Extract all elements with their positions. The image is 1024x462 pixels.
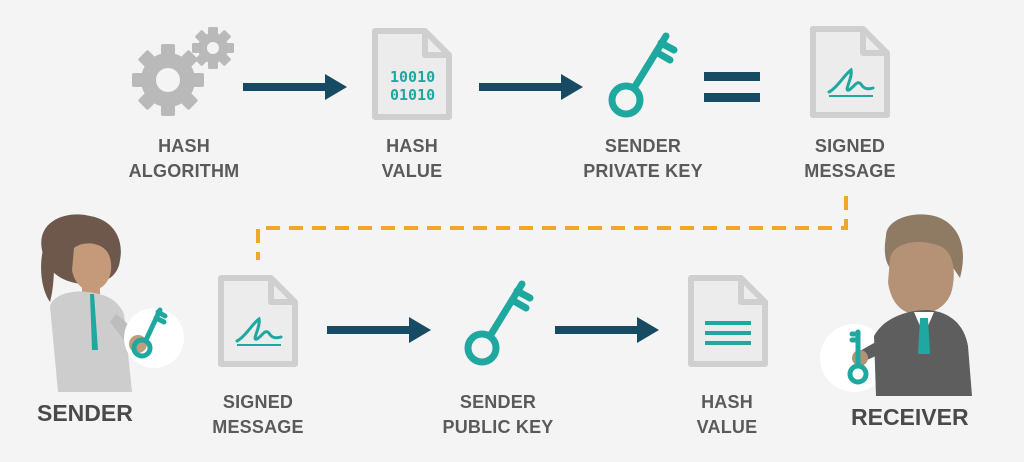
arrow-right-icon: [555, 317, 659, 343]
arrow-right-icon: [327, 317, 431, 343]
signed-document-icon: [810, 26, 890, 118]
hash-bits-line2: 01010: [390, 86, 435, 104]
label-private-key: SENDER PRIVATE KEY: [583, 136, 703, 181]
text-document-icon: [688, 275, 768, 367]
label-hash-value-bottom: HASH VALUE: [696, 392, 758, 437]
woman-with-key-icon: [41, 214, 184, 392]
arrow-right-icon: [243, 74, 347, 100]
hash-bits-line1: 10010: [390, 68, 435, 86]
label-hash-value-top: HASH VALUE: [381, 136, 443, 181]
label-receiver: RECEIVER: [851, 404, 969, 430]
label-sender: SENDER: [37, 400, 133, 426]
label-public-key: SENDER PUBLIC KEY: [442, 392, 554, 437]
gears-icon: [132, 27, 234, 116]
private-key-icon: [608, 32, 678, 118]
label-signed-message-top: SIGNED MESSAGE: [804, 136, 896, 181]
arrow-right-icon: [479, 74, 583, 100]
man-with-key-icon: [820, 214, 972, 396]
binary-document-icon: 10010 01010: [372, 28, 452, 120]
label-hash-algorithm: HASH ALGORITHM: [128, 136, 240, 181]
public-key-icon: [464, 280, 534, 366]
signed-document-icon: [218, 275, 298, 367]
label-signed-message-bottom: SIGNED MESSAGE: [212, 392, 304, 437]
equals-icon: [704, 72, 760, 102]
